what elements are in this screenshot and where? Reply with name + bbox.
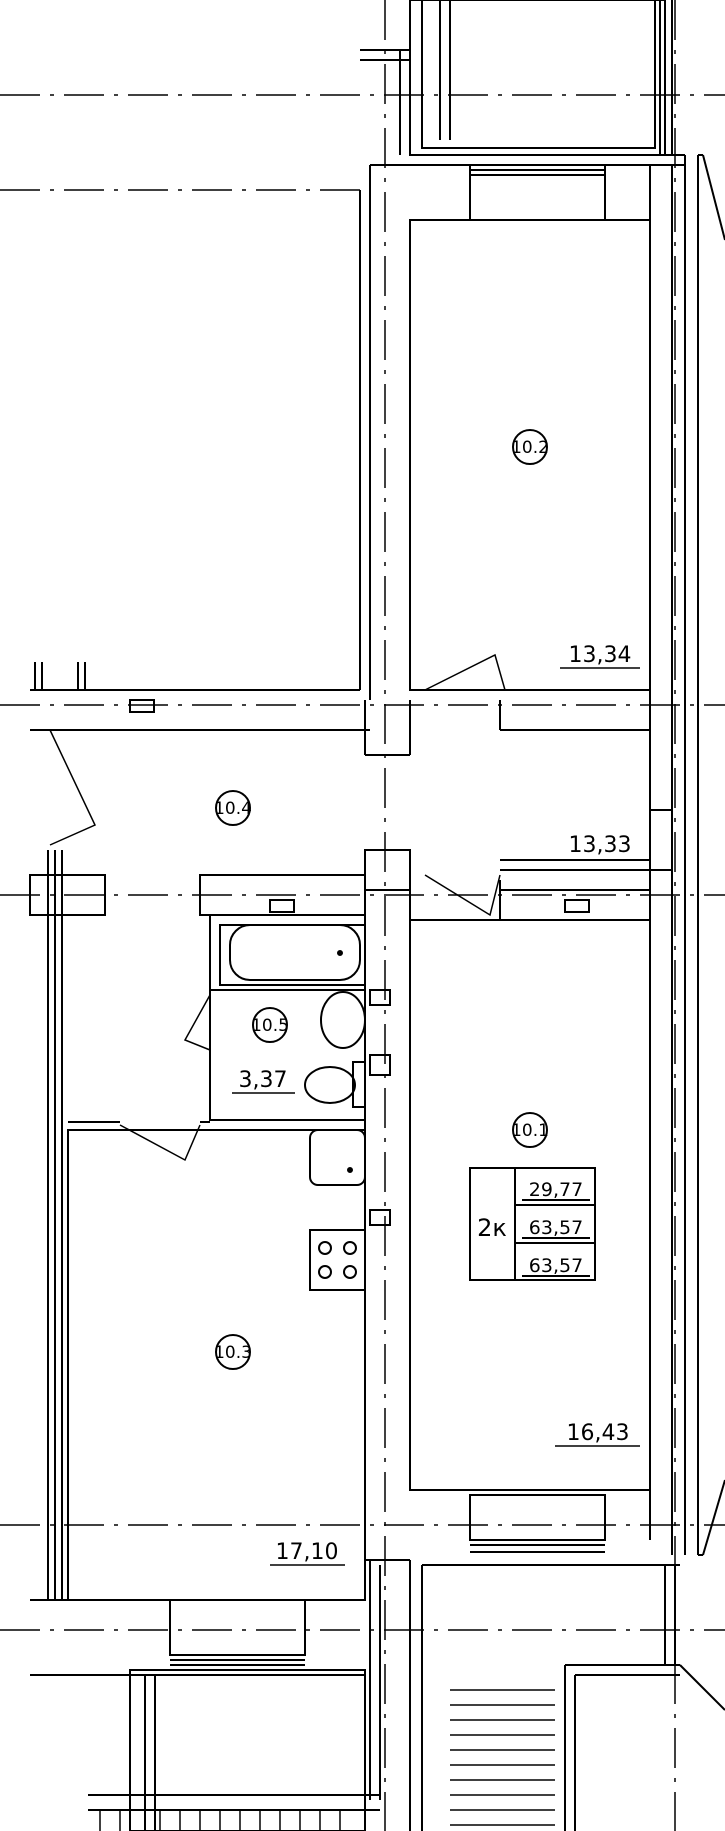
room-area-10-5: 3,37 bbox=[239, 1068, 288, 1093]
room-area-10-2: 13,34 bbox=[569, 643, 632, 668]
room-area-10-3: 17,10 bbox=[276, 1540, 339, 1565]
total-area-with-balcony: 63,57 bbox=[529, 1255, 583, 1277]
apartment-info-box bbox=[469, 1167, 596, 1281]
total-area: 63,57 bbox=[529, 1217, 583, 1239]
room-tag-10-2: 10.2 bbox=[511, 438, 549, 458]
stairs bbox=[450, 1689, 555, 1826]
room-tag-10-4: 10.4 bbox=[214, 799, 252, 819]
wall-lines bbox=[29, 0, 725, 1831]
room-tag-circle bbox=[512, 1112, 548, 1148]
sink bbox=[320, 989, 391, 1049]
area-underlines bbox=[232, 667, 640, 1566]
living-area: 29,77 bbox=[529, 1179, 583, 1201]
room-tag-circle bbox=[215, 790, 251, 826]
kitchen-sink bbox=[309, 1129, 366, 1186]
toilet bbox=[304, 1054, 391, 1108]
room-tag-circle bbox=[252, 1007, 288, 1043]
stove bbox=[309, 1209, 391, 1291]
room-tag-10-3: 10.3 bbox=[214, 1343, 252, 1363]
room-tag-10-1: 10.1 bbox=[511, 1121, 549, 1141]
room-tag-circle bbox=[215, 1334, 251, 1370]
balcony-railing bbox=[99, 1810, 341, 1831]
bathtub bbox=[229, 924, 361, 981]
apartment-type: 2к bbox=[477, 1214, 507, 1242]
room-area-10-4: 13,33 bbox=[569, 833, 632, 858]
doors bbox=[49, 653, 506, 1162]
room-tag-10-5: 10.5 bbox=[251, 1016, 289, 1036]
radiators bbox=[129, 699, 590, 913]
room-tag-circle bbox=[512, 429, 548, 465]
room-area-10-1: 16,43 bbox=[567, 1421, 630, 1446]
